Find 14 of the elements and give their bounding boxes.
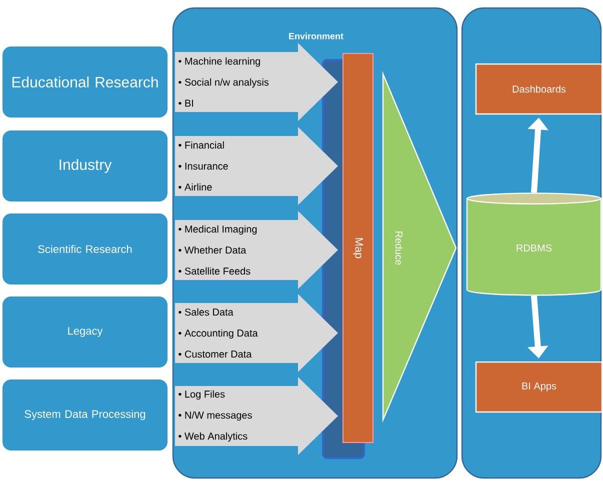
database-cylinder: RDBMS bbox=[466, 192, 602, 296]
list-panel: • Log Files • N/W messages • Web Analytics bbox=[175, 376, 338, 455]
list-panel: • Medical Imaging • Whether Data • Satellite Feeds bbox=[175, 210, 338, 289]
list-panel: • Machine learning • Social n/w analysis • BI bbox=[175, 43, 338, 121]
list-panel: • Financial • Insurance • Airline bbox=[175, 126, 338, 205]
output-box: BI Apps bbox=[475, 361, 603, 413]
source-box: Scientific Research bbox=[2, 212, 168, 286]
source-box: System Data Processing bbox=[2, 378, 168, 452]
output-box: Dashboards bbox=[475, 63, 603, 115]
source-box: Educational Research bbox=[2, 45, 168, 118]
source-box: Legacy bbox=[2, 295, 168, 368]
list-panel: • Sales Data • Accounting Data • Customer Data bbox=[175, 294, 338, 372]
map-bar: Map bbox=[342, 53, 374, 443]
source-box: Industry bbox=[2, 129, 168, 202]
